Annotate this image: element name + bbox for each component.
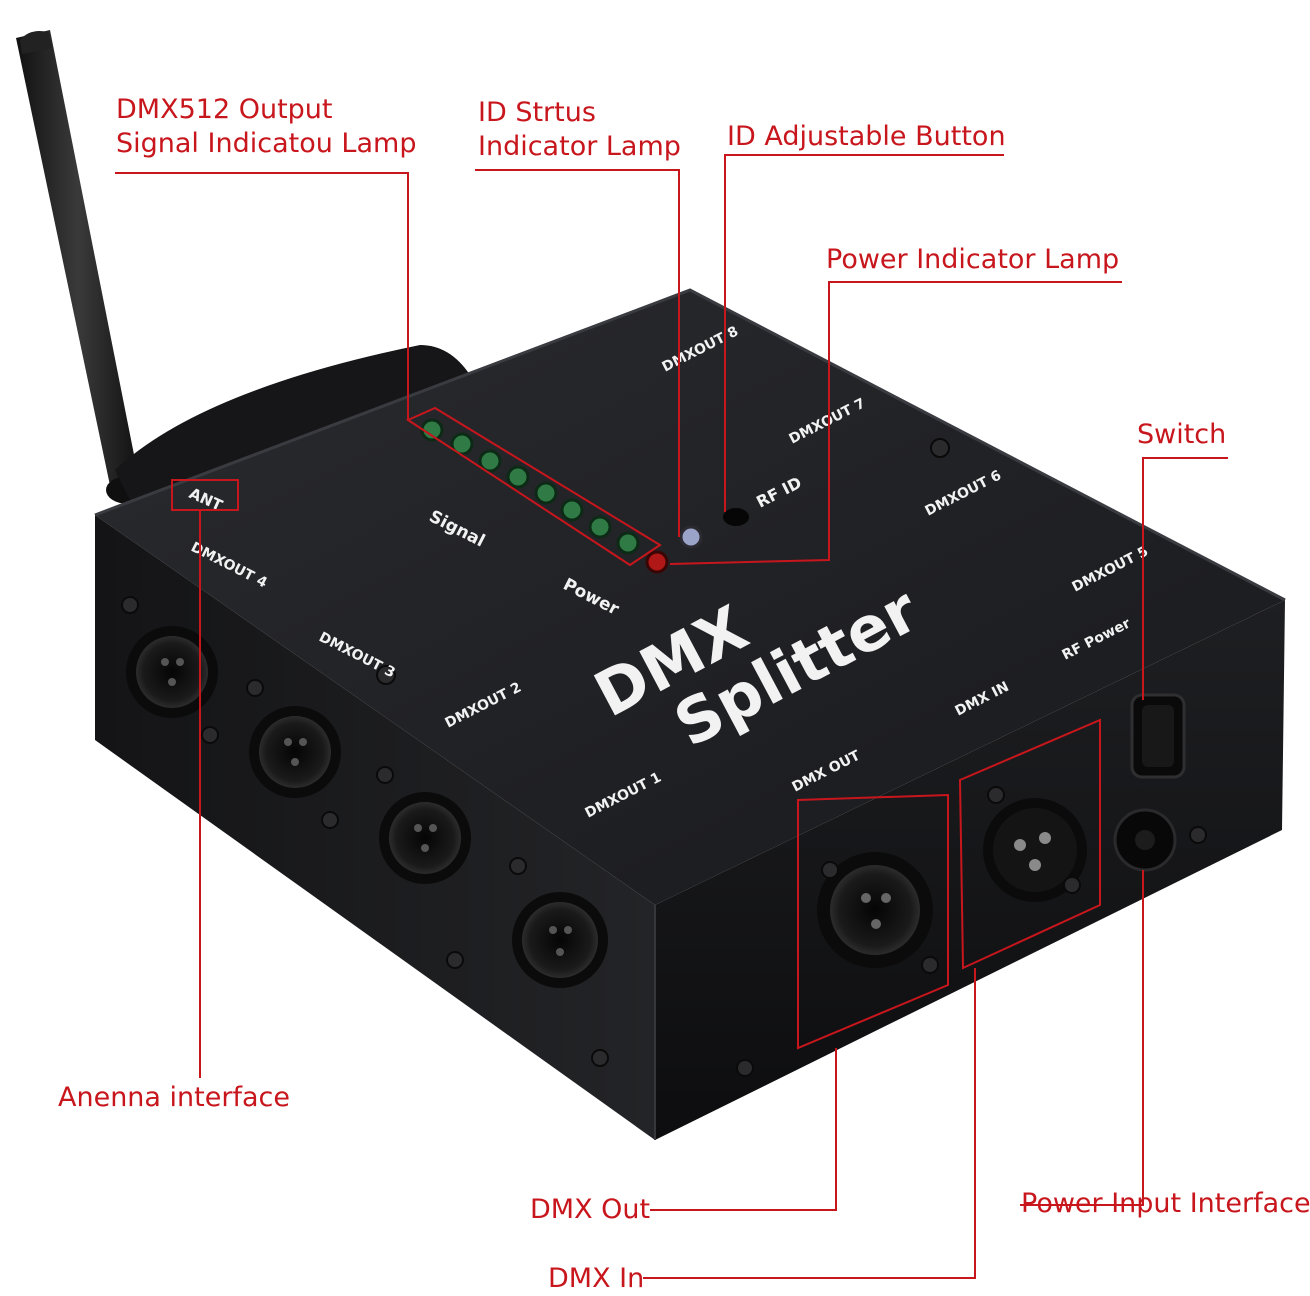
callout-dmx-in: DMX In xyxy=(548,1263,645,1294)
xlr-connector-out3 xyxy=(249,706,341,798)
signal-led xyxy=(560,498,584,522)
signal-leds-highlight-box xyxy=(405,406,662,567)
signal-led xyxy=(616,531,640,555)
signal-led xyxy=(534,481,558,505)
id-adjust-button xyxy=(723,508,749,526)
signal-led xyxy=(588,515,612,539)
xlr-connector-out1 xyxy=(512,892,608,988)
left-side-panel xyxy=(95,515,655,1140)
device-body xyxy=(94,288,1286,1140)
callout-id-status-lamp: ID Strtus Indicator Lamp xyxy=(478,97,681,162)
top-panel xyxy=(95,290,1285,905)
dmx-out-connector xyxy=(817,852,933,968)
callout-switch: Switch xyxy=(1137,419,1227,450)
callout-power-input: Power Input Interface xyxy=(1021,1188,1310,1219)
xlr-out-connectors xyxy=(126,626,608,988)
callout-id-button: ID Adjustable Button xyxy=(727,121,1006,152)
dmx-in-connector xyxy=(983,798,1087,902)
signal-led xyxy=(506,465,530,489)
rocker-switch xyxy=(1130,693,1186,779)
callout-power-lamp: Power Indicator Lamp xyxy=(826,244,1120,275)
xlr-connector-out4 xyxy=(126,626,218,718)
xlr-connector-out2 xyxy=(379,792,471,884)
front-panel xyxy=(655,600,1285,1140)
signal-led xyxy=(478,449,502,473)
dmx-in-highlight-box xyxy=(958,718,1101,970)
signal-led xyxy=(450,432,474,456)
callout-output-signal-lamp: DMX512 Output Signal Indicatou Lamp xyxy=(116,94,417,159)
callout-leader-lines xyxy=(115,154,1228,1279)
callout-dmx-out: DMX Out xyxy=(530,1194,651,1225)
rear-bracket xyxy=(115,345,470,500)
power-input-jack xyxy=(1113,808,1177,872)
id-status-led xyxy=(679,525,703,549)
dmx-out-highlight-box xyxy=(797,793,949,1050)
callout-antenna-interface: Anenna interface xyxy=(58,1082,290,1113)
ant-highlight-box xyxy=(171,479,239,511)
screws xyxy=(121,438,1207,1077)
power-led xyxy=(645,550,669,574)
